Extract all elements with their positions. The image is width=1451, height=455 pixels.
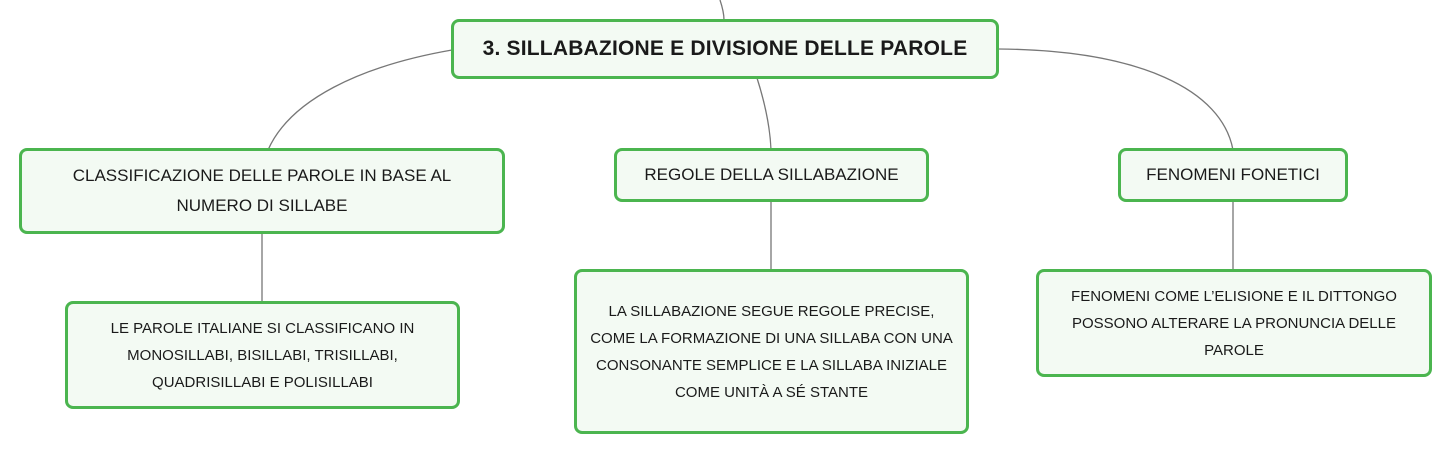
subtopic-node-regole[interactable]: LA SILLABAZIONE SEGUE REGOLE PRECISE, CO… [574, 269, 969, 434]
subtopic-label-regole: LA SILLABAZIONE SEGUE REGOLE PRECISE, CO… [590, 302, 953, 401]
topic-node-fenomeni[interactable]: FENOMENI FONETICI [1118, 148, 1348, 202]
connector-root-to-regole [756, 77, 772, 151]
topic-label-regole: REGOLE DELLA SILLABAZIONE [644, 165, 899, 184]
subtopic-node-fenomeni[interactable]: FENOMENI COME L’ELISIONE E IL DITTONGO P… [1036, 269, 1432, 377]
topic-label-classificazione: CLASSIFICAZIONE DELLE PAROLE IN BASE AL … [72, 166, 452, 215]
topic-node-classificazione[interactable]: CLASSIFICAZIONE DELLE PAROLE IN BASE AL … [19, 148, 505, 234]
subtopic-label-classificazione: LE PAROLE ITALIANE SI CLASSIFICANO IN MO… [110, 319, 415, 391]
topic-label-fenomeni: FENOMENI FONETICI [1146, 165, 1320, 184]
subtopic-node-classificazione[interactable]: LE PAROLE ITALIANE SI CLASSIFICANO IN MO… [65, 301, 460, 409]
root-topic-label: 3. SILLABAZIONE E DIVISIONE DELLE PAROLE [482, 37, 968, 60]
root-topic-node[interactable]: 3. SILLABAZIONE E DIVISIONE DELLE PAROLE [451, 19, 999, 79]
topic-node-regole[interactable]: REGOLE DELLA SILLABAZIONE [614, 148, 929, 202]
subtopic-label-fenomeni: FENOMENI COME L’ELISIONE E IL DITTONGO P… [1071, 287, 1397, 359]
connector-parent-to-root [719, 0, 725, 21]
connector-root-to-classificazione [267, 49, 453, 151]
connector-root-to-fenomeni [997, 48, 1234, 151]
